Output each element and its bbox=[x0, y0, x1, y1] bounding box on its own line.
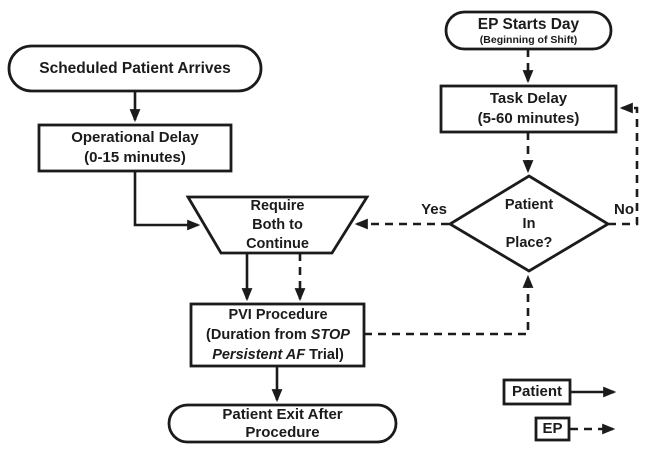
connector-no-diamond-to-task-delay bbox=[608, 102, 639, 226]
decision-patient-in-place bbox=[447, 174, 611, 273]
trapezoid-require-both bbox=[185, 195, 370, 255]
terminator-patient-exit bbox=[167, 403, 398, 444]
terminator-ep-starts-day bbox=[444, 10, 613, 51]
process-task-delay bbox=[439, 84, 618, 134]
connector-pvi-to-diamond bbox=[364, 274, 534, 336]
process-operational-delay bbox=[37, 123, 233, 173]
terminator-scheduled-patient-arrives bbox=[7, 44, 263, 93]
process-pvi-procedure bbox=[189, 302, 366, 368]
legend-ep-box bbox=[534, 416, 571, 442]
legend-patient-box bbox=[502, 378, 572, 406]
connector-operational-delay-to-require-both bbox=[133, 171, 201, 231]
